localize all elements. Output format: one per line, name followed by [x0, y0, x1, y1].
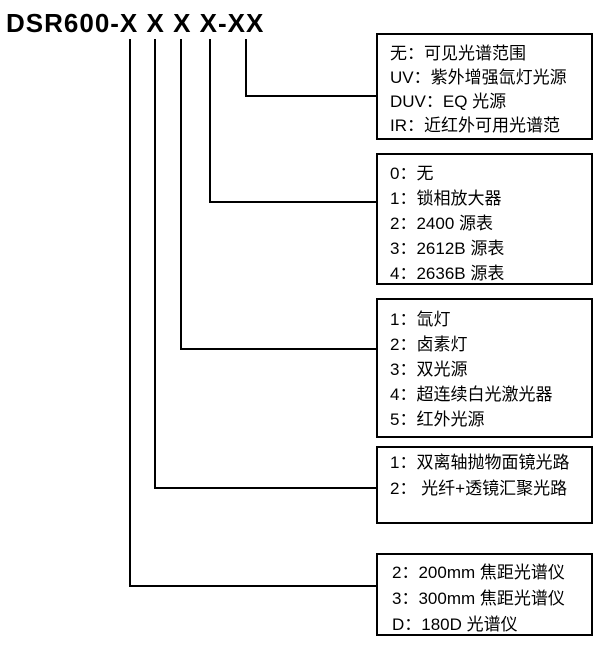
- option-line: 5：红外光源: [390, 410, 485, 429]
- connector-horizontal-digit1: [129, 585, 376, 587]
- option-line: 2：200mm 焦距光谱仪: [392, 563, 565, 582]
- model-code-title: DSR600-X X X X-XX: [6, 8, 265, 38]
- connector-vertical-digit3: [180, 39, 182, 350]
- connector-vertical-digit1: [129, 39, 131, 587]
- connector-horizontal-digit2: [154, 487, 376, 489]
- option-line: 2： 光纤+透镜汇聚光路: [390, 479, 568, 498]
- option-line: 0：无: [390, 164, 434, 183]
- option-box-spectrometer: 2：200mm 焦距光谱仪 3：300mm 焦距光谱仪 D：180D 光谱仪: [376, 553, 593, 636]
- option-line: 3：300mm 焦距光谱仪: [392, 589, 565, 608]
- connector-vertical-digit2: [154, 39, 156, 489]
- option-line: 无：可见光谱范围: [390, 44, 526, 63]
- option-line: 1：双离轴抛物面镜光路: [390, 453, 570, 472]
- option-line: 3：2612B 源表: [390, 239, 505, 258]
- option-line: 2：卤素灯: [390, 335, 468, 354]
- option-line: 4：超连续白光激光器: [390, 385, 553, 404]
- option-line: IR：近红外可用光谱范: [390, 116, 560, 135]
- option-line: D：180D 光谱仪: [392, 615, 518, 634]
- connector-vertical-suffix: [245, 39, 247, 97]
- option-line: 1：氙灯: [390, 310, 451, 329]
- option-line: DUV：EQ 光源: [390, 92, 507, 111]
- option-box-light-source: 1：氙灯 2：卤素灯 3：双光源 4：超连续白光激光器 5：红外光源: [376, 298, 593, 438]
- option-line: 1：锁相放大器: [390, 189, 502, 208]
- option-line: 2：2400 源表: [390, 214, 493, 233]
- option-line: 4：2636B 源表: [390, 264, 505, 283]
- connector-horizontal-suffix: [245, 95, 376, 97]
- option-line: UV：紫外增强氙灯光源: [390, 68, 567, 87]
- connector-horizontal-digit4: [209, 201, 376, 203]
- connector-horizontal-digit3: [180, 348, 376, 350]
- option-box-spectral-range: 无：可见光谱范围 UV：紫外增强氙灯光源 DUV：EQ 光源 IR：近红外可用光…: [376, 33, 593, 140]
- option-line: 3：双光源: [390, 360, 468, 379]
- option-box-source-meter: 0：无 1：锁相放大器 2：2400 源表 3：2612B 源表 4：2636B…: [376, 153, 593, 285]
- connector-vertical-digit4: [209, 39, 211, 203]
- option-box-optical-path: 1：双离轴抛物面镜光路 2： 光纤+透镜汇聚光路: [376, 446, 593, 524]
